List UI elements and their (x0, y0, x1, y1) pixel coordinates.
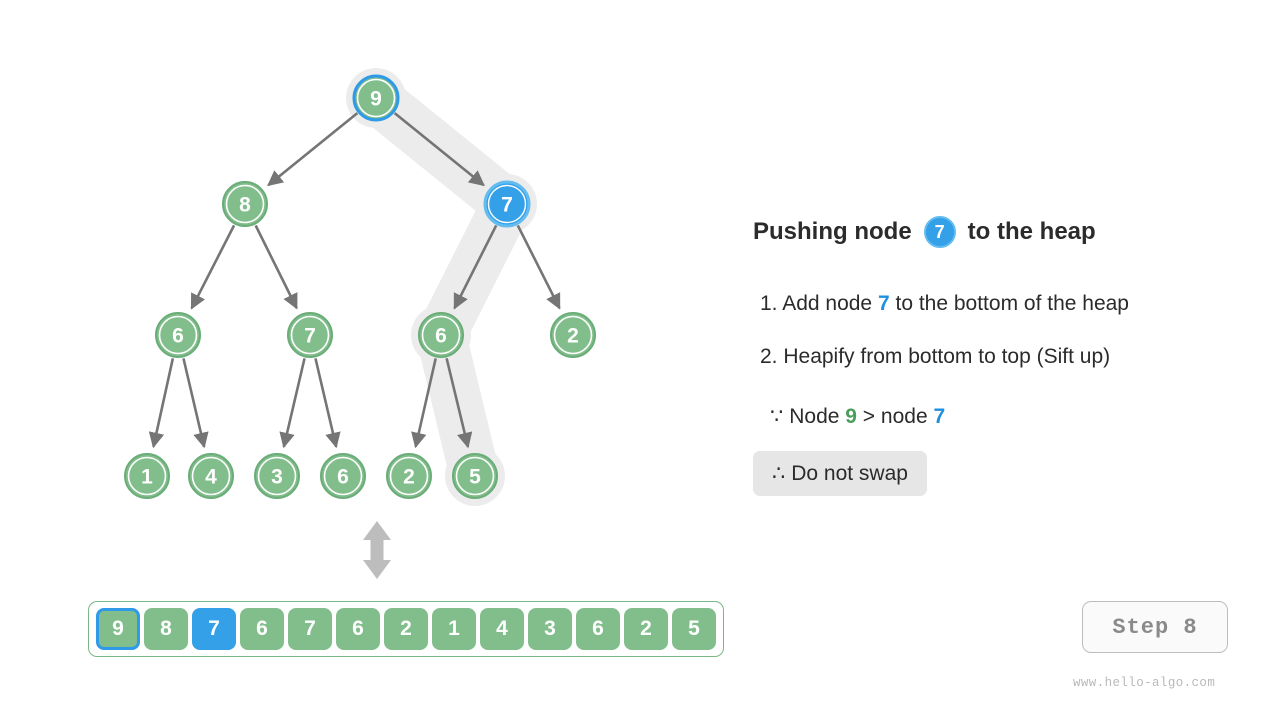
tree-node-inner (191, 456, 231, 496)
instruction-step-2: 2. Heapify from bottom to top (Sift up) (760, 345, 1111, 368)
heading-suffix: to the heap (967, 218, 1096, 245)
highlight-band (351, 73, 532, 501)
array-cell[interactable]: 6 (576, 608, 620, 650)
step1-suffix: to the bottom of the heap (895, 292, 1129, 315)
tree-node[interactable]: 4 (188, 453, 234, 499)
tree-node[interactable]: 5 (452, 453, 498, 499)
array-cell[interactable]: 8 (144, 608, 188, 650)
reason-middle: node (880, 405, 928, 428)
array-cell[interactable]: 3 (528, 608, 572, 650)
tree-node[interactable]: 6 (320, 453, 366, 499)
tree-node-inner (225, 184, 265, 224)
step1-value: 7 (877, 292, 890, 315)
tree-edge (453, 224, 498, 310)
tree-node[interactable]: 8 (222, 181, 268, 227)
tree-node-inner (323, 456, 363, 496)
tree-edge (279, 358, 306, 449)
tree-node[interactable]: 7 (287, 312, 333, 358)
tree-node-inner (455, 456, 495, 496)
array-cell[interactable]: 1 (432, 608, 476, 650)
tree-node[interactable]: 6 (418, 312, 464, 358)
conclusion-badge: ∴ Do not swap (753, 451, 927, 496)
heading-prefix: Pushing node (753, 218, 912, 245)
tree-node-inner (158, 315, 198, 355)
comparison-reason: ∵ Node 9 > node 7 (770, 404, 945, 429)
tree-edge (254, 224, 298, 310)
tree-node-inner (290, 315, 330, 355)
tree-node-inner (421, 315, 461, 355)
array-cell[interactable]: 5 (672, 608, 716, 650)
because-symbol: ∵ (770, 405, 784, 428)
reason-prefix: Node (789, 405, 840, 428)
tree-node-inner (127, 456, 167, 496)
page-title: Pushing node 7 to the heap (753, 216, 1096, 248)
tree-edge (411, 358, 437, 449)
step1-prefix: 1. Add node (760, 292, 873, 315)
double-arrow-vertical-icon (363, 521, 391, 579)
tree-node[interactable]: 6 (155, 312, 201, 358)
tree-node-inner (487, 184, 527, 224)
heading-node-badge: 7 (923, 216, 956, 248)
tree-edge (190, 224, 236, 310)
array-cell[interactable]: 7 (288, 608, 332, 650)
tree-edge (314, 358, 341, 449)
tree-edges (148, 112, 561, 449)
sift-up-path-highlight (346, 68, 537, 506)
explanation-panel: Pushing node 7 to the heap 1. Add node 7… (753, 0, 1253, 720)
array-cell[interactable]: 7 (192, 608, 236, 650)
tree-node-inner (257, 456, 297, 496)
reason-left-value: 9 (845, 405, 857, 428)
tree-edge (516, 224, 561, 310)
tree-node[interactable]: 2 (386, 453, 432, 499)
tree-edge (148, 358, 175, 449)
tree-edge (445, 358, 473, 449)
tree-node[interactable]: 1 (124, 453, 170, 499)
array-cell[interactable]: 6 (336, 608, 380, 650)
tree-node-inner (389, 456, 429, 496)
array-cell[interactable]: 2 (624, 608, 668, 650)
tree-node[interactable]: 7 (483, 180, 531, 228)
tree-node[interactable]: 9 (352, 74, 400, 122)
instruction-step-1: 1. Add node 7 to the bottom of the heap (760, 292, 1129, 316)
watermark: www.hello-algo.com (1073, 676, 1216, 690)
array-cell[interactable]: 6 (240, 608, 284, 650)
array-cell[interactable]: 2 (384, 608, 428, 650)
reason-right-value: 7 (933, 405, 946, 428)
tree-node-inner (356, 78, 396, 118)
tree-edge (182, 358, 209, 449)
tree-edge (267, 112, 359, 187)
array-cell[interactable]: 9 (96, 608, 140, 650)
array-cell[interactable]: 4 (480, 608, 524, 650)
step-counter-badge: Step 8 (1082, 601, 1228, 653)
conclusion-text: Do not swap (791, 462, 908, 485)
reason-operator: > (862, 405, 876, 428)
tree-node[interactable]: 3 (254, 453, 300, 499)
tree-edge (393, 112, 485, 187)
therefore-symbol: ∴ (772, 462, 786, 485)
tree-node[interactable]: 2 (550, 312, 596, 358)
tree-node-inner (553, 315, 593, 355)
